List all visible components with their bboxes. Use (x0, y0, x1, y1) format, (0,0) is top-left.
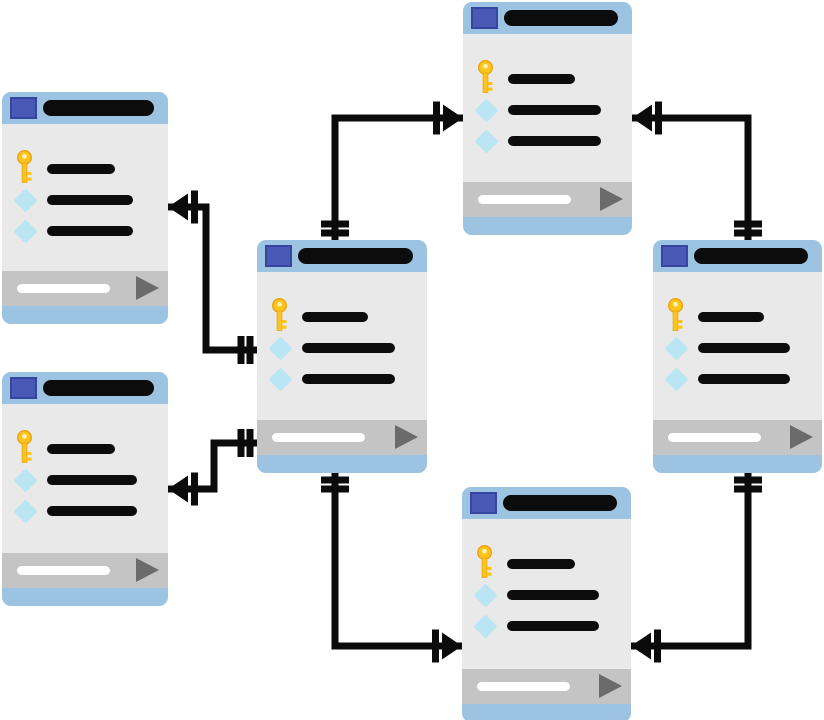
table-type-square-icon (10, 377, 37, 399)
table-footer (653, 420, 822, 455)
primary-key-icon (478, 60, 493, 93)
table-bottom-strip (653, 455, 822, 473)
table-footer (462, 669, 631, 704)
field-name-placeholder-bar (508, 74, 575, 84)
footer-pill-bar (17, 566, 110, 575)
field-name-placeholder-bar (302, 343, 395, 353)
primary-key-icon (17, 150, 32, 183)
table-title-placeholder-bar (504, 10, 618, 26)
field-diamond-icon (474, 97, 499, 123)
field-name-placeholder-bar (302, 374, 395, 384)
table-right[interactable] (653, 240, 822, 473)
field-diamond-icon (268, 366, 293, 392)
table-bottom-left[interactable] (2, 372, 168, 606)
field-diamond-icon (268, 335, 293, 361)
table-type-square-icon (661, 245, 688, 267)
footer-play-arrow-icon (599, 674, 622, 698)
table-bottom-strip (257, 455, 427, 473)
field-name-placeholder-bar (508, 136, 601, 146)
field-name-placeholder-bar (508, 105, 601, 115)
field-diamond-icon (664, 335, 689, 361)
field-name-placeholder-bar (47, 195, 133, 205)
field-diamond-icon (13, 187, 38, 213)
field-diamond-icon (473, 582, 498, 608)
table-header (257, 240, 427, 272)
table-title-placeholder-bar (503, 495, 617, 511)
footer-play-arrow-icon (790, 425, 813, 449)
table-bottom-strip (462, 704, 631, 720)
footer-play-arrow-icon (395, 425, 418, 449)
table-footer (2, 553, 168, 588)
field-name-placeholder-bar (47, 226, 133, 236)
table-title-placeholder-bar (43, 100, 154, 116)
table-center[interactable] (257, 240, 427, 473)
table-title-placeholder-bar (694, 248, 808, 264)
footer-pill-bar (477, 682, 570, 691)
rel-right-to-top-center (632, 101, 762, 240)
field-name-placeholder-bar (698, 312, 764, 322)
table-top-left[interactable] (2, 92, 168, 324)
field-name-placeholder-bar (302, 312, 368, 322)
table-title-placeholder-bar (43, 380, 154, 396)
field-name-placeholder-bar (698, 374, 790, 384)
table-type-square-icon (10, 97, 37, 119)
table-footer (463, 182, 632, 217)
table-type-square-icon (265, 245, 292, 267)
rel-top-left-to-center (168, 190, 257, 364)
table-header (2, 92, 168, 124)
primary-key-icon (477, 545, 492, 578)
table-bottom-strip (2, 588, 168, 606)
footer-play-arrow-icon (136, 276, 159, 300)
rel-center-to-bottom-center (321, 473, 462, 663)
field-name-placeholder-bar (507, 559, 575, 569)
table-footer (2, 271, 168, 306)
table-header (462, 487, 631, 519)
table-header (463, 2, 632, 34)
primary-key-icon (17, 430, 32, 463)
field-diamond-icon (13, 498, 38, 524)
table-bottom-strip (463, 217, 632, 235)
table-title-placeholder-bar (298, 248, 413, 264)
table-footer (257, 420, 427, 455)
field-name-placeholder-bar (47, 444, 115, 454)
primary-key-icon (668, 298, 683, 331)
field-name-placeholder-bar (47, 164, 115, 174)
table-type-square-icon (470, 492, 497, 514)
table-bottom-center[interactable] (462, 487, 631, 720)
footer-play-arrow-icon (136, 558, 159, 582)
field-name-placeholder-bar (698, 343, 790, 353)
footer-pill-bar (17, 284, 110, 293)
primary-key-icon (272, 298, 287, 331)
rel-bottom-left-to-center (168, 429, 257, 506)
field-diamond-icon (664, 366, 689, 392)
table-header (653, 240, 822, 272)
footer-pill-bar (272, 433, 365, 442)
footer-play-arrow-icon (600, 187, 623, 211)
rel-right-to-bottom-center (631, 473, 762, 663)
table-top-center[interactable] (463, 2, 632, 235)
footer-pill-bar (478, 195, 571, 204)
table-header (2, 372, 168, 404)
footer-pill-bar (668, 433, 761, 442)
field-name-placeholder-bar (507, 621, 599, 631)
table-type-square-icon (471, 7, 498, 29)
field-diamond-icon (474, 128, 499, 154)
rel-center-to-top-center (321, 101, 463, 240)
field-name-placeholder-bar (507, 590, 599, 600)
table-bottom-strip (2, 306, 168, 324)
field-name-placeholder-bar (47, 506, 137, 516)
field-diamond-icon (13, 467, 38, 493)
field-name-placeholder-bar (47, 475, 137, 485)
field-diamond-icon (13, 218, 38, 244)
field-diamond-icon (473, 613, 498, 639)
